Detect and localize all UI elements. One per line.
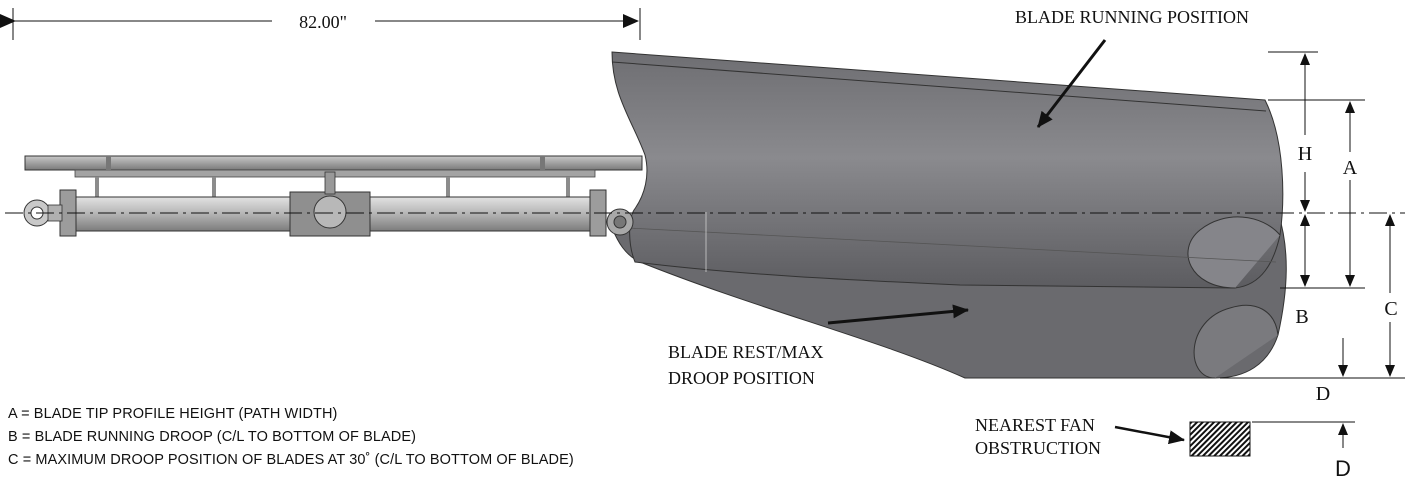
svg-text:B: B [1295, 306, 1308, 328]
svg-text:NEAREST FAN: NEAREST FAN [975, 415, 1095, 435]
dimension-c: C [1384, 214, 1398, 377]
svg-text:A: A [1343, 157, 1358, 179]
dimension-h: H [1298, 53, 1312, 212]
blade-running-position [611, 51, 1284, 289]
overall-length-value: 82.00" [299, 12, 347, 32]
callout-rest-position: BLADE REST/MAX DROOP POSITION [668, 304, 969, 388]
dimension-d: D [1316, 338, 1348, 405]
legend: A = BLADE TIP PROFILE HEIGHT (PATH WIDTH… [8, 403, 574, 472]
svg-text:D: D [1335, 456, 1351, 481]
fan-obstruction: D NEAREST FAN OBSTRUCTION [975, 415, 1355, 481]
dimension-a: A [1343, 101, 1358, 287]
svg-text:BLADE RUNNING POSITION: BLADE RUNNING POSITION [1015, 7, 1249, 27]
hydraulic-cylinder [23, 171, 634, 237]
svg-text:H: H [1298, 143, 1312, 165]
svg-text:C: C [1384, 298, 1397, 320]
legend-item-b: B = BLADE RUNNING DROOP (C/L TO BOTTOM O… [8, 429, 417, 445]
callout-running-position: BLADE RUNNING POSITION [1015, 7, 1249, 128]
dimension-b: B [1295, 214, 1310, 328]
svg-text:DROOP POSITION: DROOP POSITION [668, 368, 815, 388]
svg-text:D: D [1316, 383, 1330, 405]
legend-item-a: A = BLADE TIP PROFILE HEIGHT (PATH WIDTH… [8, 406, 338, 422]
overall-length-dimension: 82.00" [0, 8, 641, 40]
svg-text:OBSTRUCTION: OBSTRUCTION [975, 438, 1101, 458]
extension-lines [1220, 51, 1405, 379]
svg-text:BLADE REST/MAX: BLADE REST/MAX [668, 342, 824, 362]
legend-item-c: C = MAXIMUM DROOP POSITION OF BLADES AT … [8, 452, 574, 468]
